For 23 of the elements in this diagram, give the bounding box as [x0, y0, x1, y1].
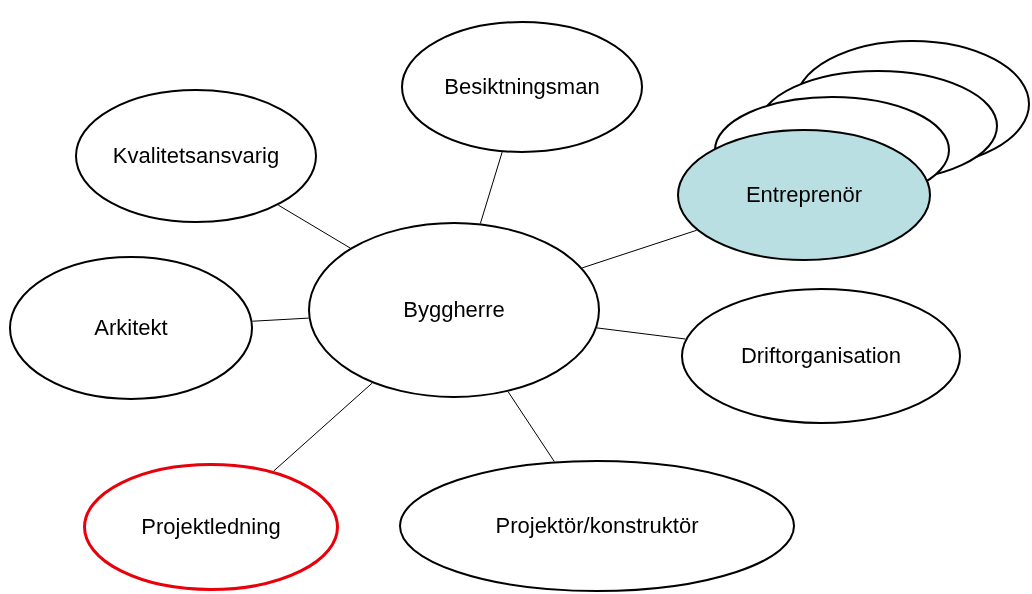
role-label: Projektör/konstruktör: [495, 513, 699, 539]
stacked-ellipse-node: [677, 40, 1030, 261]
connector-line: [251, 317, 310, 322]
role-ellipse: [75, 89, 317, 223]
connector-line: [479, 151, 503, 224]
role-ellipse: [83, 463, 339, 591]
role-label: Arkitekt: [94, 315, 168, 341]
role-ellipse: [401, 21, 643, 153]
connector-line: [277, 204, 351, 249]
role-label: Driftorganisation: [740, 343, 902, 369]
connector-line: [273, 382, 373, 472]
role-ellipse: [9, 256, 253, 400]
connector-line: [596, 327, 686, 340]
role-label: Kvalitetsansvarig: [112, 143, 280, 169]
connector-line: [507, 391, 555, 463]
connector-line: [581, 229, 698, 269]
role-label: Besiktningsman: [444, 74, 600, 100]
role-label: Entreprenör: [745, 182, 863, 208]
role-label: Projektledning: [141, 514, 281, 540]
role-ellipse: [399, 460, 795, 592]
role-label: Byggherre: [403, 297, 505, 323]
role-ellipse: [681, 288, 961, 424]
role-ellipse: [308, 222, 600, 398]
